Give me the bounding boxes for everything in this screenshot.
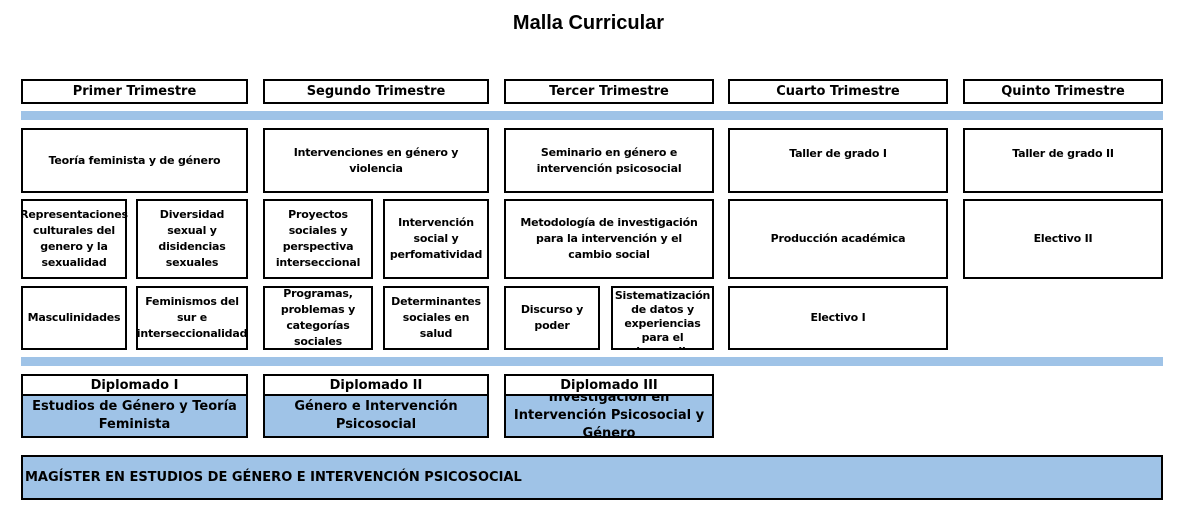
course-produccion-academica: Producción académica bbox=[728, 199, 948, 279]
trimester-header-3: Tercer Trimestre bbox=[504, 79, 714, 104]
diplomado-3-header: Diplomado III bbox=[504, 374, 714, 394]
separator-bar-bottom bbox=[21, 357, 1163, 366]
diplomado-2-name: Género e Intervención Psicosocial bbox=[263, 394, 489, 438]
course-sistematizacion: Sistematización de datos y experiencias … bbox=[611, 286, 714, 350]
course-proyectos-sociales: Proyectos sociales y perspectiva interse… bbox=[263, 199, 373, 279]
course-discurso-y-poder: Discurso y poder bbox=[504, 286, 600, 350]
trimester-header-1: Primer Trimestre bbox=[21, 79, 248, 104]
course-representaciones-culturales: Representaciones culturales del genero y… bbox=[20, 199, 128, 279]
course-diversidad-sexual: Diversidad sexual y disidencias sexuales bbox=[136, 199, 248, 279]
course-metodologia-investigacion: Metodología de investigación para la int… bbox=[504, 199, 714, 279]
course-programas-problemas: Programas, problemas y categorías social… bbox=[263, 286, 373, 350]
course-electivo-1: Electivo I bbox=[728, 286, 948, 350]
course-seminario-genero: Seminario en género e intervención psico… bbox=[504, 128, 714, 193]
course-feminismos-del-sur: Feminismos del sur e interseccionalidad bbox=[136, 286, 248, 350]
course-electivo-2: Electivo II bbox=[963, 199, 1163, 279]
trimester-header-2: Segundo Trimestre bbox=[263, 79, 489, 104]
course-masculinidades: Masculinidades bbox=[21, 286, 127, 350]
diplomado-3-name: Investigación en Intervención Psicosocia… bbox=[504, 394, 714, 438]
page-title: Malla Curricular bbox=[512, 12, 665, 34]
diplomado-1-name: Estudios de Género y Teoría Feminista bbox=[21, 394, 248, 438]
course-taller-de-grado-2: Taller de grado II bbox=[963, 128, 1163, 193]
trimester-header-5: Quinto Trimestre bbox=[963, 79, 1163, 104]
course-teoria-feminista: Teoría feminista y de género bbox=[21, 128, 248, 193]
diplomado-1-header: Diplomado I bbox=[21, 374, 248, 394]
trimester-header-4: Cuarto Trimestre bbox=[728, 79, 948, 104]
course-intervencion-social: Intervención social y perfomatividad bbox=[383, 199, 489, 279]
diplomado-2-header: Diplomado II bbox=[263, 374, 489, 394]
course-determinantes-sociales: Determinantes sociales en salud bbox=[383, 286, 489, 350]
course-taller-de-grado-1: Taller de grado I bbox=[728, 128, 948, 193]
program-title-banner: MAGÍSTER EN ESTUDIOS DE GÉNERO E INTERVE… bbox=[21, 455, 1163, 500]
course-intervenciones-genero-violencia: Intervenciones en género y violencia bbox=[263, 128, 489, 193]
separator-bar-top bbox=[21, 111, 1163, 120]
